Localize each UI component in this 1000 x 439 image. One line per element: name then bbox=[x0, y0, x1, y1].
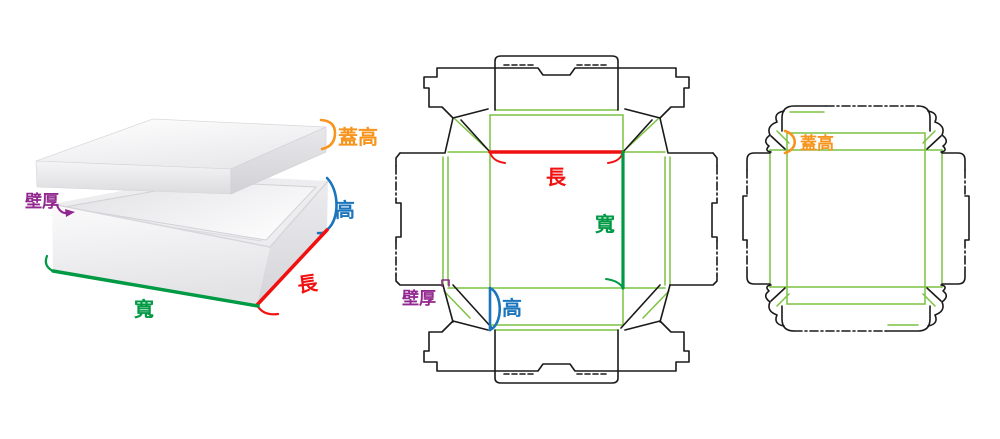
wall-thickness-label: 壁厚 bbox=[402, 288, 436, 309]
length-edge-curl bbox=[255, 303, 280, 316]
fold-top bbox=[489, 109, 624, 116]
fold-corner-gussets bbox=[443, 118, 670, 319]
height-label: 高 bbox=[335, 198, 355, 222]
base-dieline-fold-lines bbox=[442, 109, 671, 331]
width-label: 寬 bbox=[595, 212, 615, 236]
bottom-slits bbox=[494, 329, 619, 372]
lid-flap-green-segs bbox=[789, 111, 919, 326]
lid-height-arc bbox=[783, 129, 797, 155]
dust-flap-bottom-left bbox=[423, 320, 496, 372]
fold-wing-doubles bbox=[442, 156, 671, 286]
box-lid bbox=[35, 118, 327, 195]
length-label: 長 bbox=[546, 165, 567, 189]
fold-bottom bbox=[489, 324, 624, 331]
lid-bottom-flap-solid bbox=[781, 305, 931, 332]
lid-dieline-cut-lines bbox=[742, 105, 970, 332]
wing-right-jogs bbox=[669, 152, 718, 286]
box-base bbox=[51, 175, 329, 304]
height-arc bbox=[488, 286, 502, 332]
wing-left-jogs bbox=[395, 152, 444, 286]
length-label: 長 bbox=[296, 271, 320, 298]
lid-right-face bbox=[230, 126, 327, 195]
lid-ear-top-left bbox=[764, 110, 785, 153]
wing-connector-bottom-right bbox=[659, 284, 671, 323]
lid-corner-diagonals bbox=[770, 135, 942, 302]
base-rim-edge bbox=[51, 180, 329, 248]
base-front-face bbox=[52, 204, 270, 304]
width-edge-line bbox=[51, 269, 260, 308]
lid-top-flap-solid bbox=[781, 105, 931, 132]
lid-height-label: 蓋高 bbox=[338, 125, 378, 149]
lid-ear-top-right bbox=[927, 110, 948, 153]
wall-thickness-label: 壁厚 bbox=[25, 191, 59, 212]
lid-ear-bottom-right bbox=[927, 284, 948, 327]
wall-thickness-tick bbox=[441, 279, 450, 287]
lid-height-bracket bbox=[319, 118, 337, 151]
length-edge-line bbox=[255, 228, 329, 307]
wing-connector-top-left bbox=[399, 117, 454, 154]
base-dieline: 長 寬 高 壁厚 bbox=[395, 55, 718, 384]
box-3d-illustration: 蓋高 高 長 寬 壁厚 bbox=[25, 118, 378, 321]
lid-fold-horizontals bbox=[769, 132, 943, 305]
tuck-flap-bottom bbox=[494, 370, 619, 384]
width-edge-curl bbox=[44, 254, 55, 273]
corner-diagonals bbox=[452, 119, 661, 329]
lid-dieline: 蓋高 bbox=[742, 105, 970, 332]
lid-fold-gussets bbox=[776, 130, 936, 307]
tuck-flap-bottom-notch bbox=[494, 363, 619, 372]
tuck-flap-top-notch bbox=[494, 67, 619, 76]
lid-right-flap bbox=[941, 152, 970, 285]
base-dieline-cut-lines bbox=[395, 55, 718, 384]
width-label: 寬 bbox=[134, 297, 154, 321]
dust-flap-top-right bbox=[617, 67, 690, 119]
lid-fold-verticals bbox=[769, 132, 943, 305]
wing-connector-top-right bbox=[659, 117, 714, 154]
lid-dieline-fold-lines bbox=[769, 111, 943, 326]
lid-height-label: 蓋高 bbox=[800, 133, 834, 154]
width-line-curl bbox=[605, 278, 624, 289]
lid-ear-bottom-left bbox=[764, 284, 785, 327]
top-slits bbox=[494, 67, 619, 111]
dust-flap-top-left bbox=[423, 67, 496, 119]
wall-thickness-arrowhead bbox=[65, 209, 75, 217]
lid-left-flap bbox=[742, 152, 771, 285]
wing-connector-bottom-left bbox=[442, 284, 454, 323]
dust-flap-bottom-right bbox=[617, 320, 690, 372]
tuck-flap-top bbox=[494, 55, 619, 69]
base-right-face bbox=[257, 181, 328, 304]
height-label: 高 bbox=[502, 296, 522, 320]
